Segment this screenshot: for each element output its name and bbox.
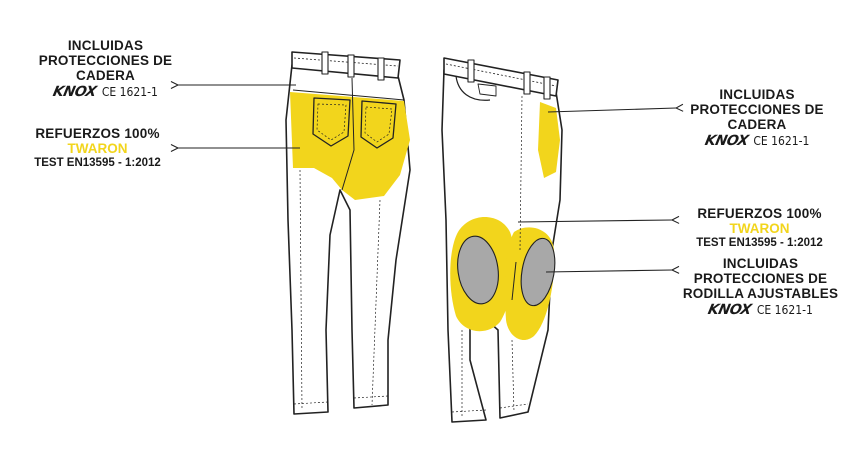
hip-reinforcement	[538, 102, 560, 178]
seat-reinforcement	[290, 92, 410, 200]
callout-line: INCLUIDAS	[722, 256, 799, 271]
callout-knee-right: INCLUIDAS PROTECCIONES DE RODILLA AJUSTA…	[668, 256, 853, 318]
callout-line: INCLUIDAS	[67, 38, 144, 53]
knox-logo: KNOX	[706, 302, 753, 318]
cert-standard: CE 1621-1	[753, 134, 810, 148]
cert-standard: CE 1621-1	[756, 303, 813, 317]
callout-reinforcement-left: REFUERZOS 100% TWARON TEST EN13595 - 1:2…	[10, 126, 185, 171]
callout-hip-left: INCLUIDAS PROTECCIONES DE CADERA KNOX CE…	[18, 38, 193, 100]
callout-arrows	[178, 85, 676, 272]
certification: KNOX CE 1621-1	[672, 133, 842, 149]
callout-hip-right: INCLUIDAS PROTECCIONES DE CADERA KNOX CE…	[672, 87, 842, 149]
test-standard: TEST EN13595 - 1:2012	[696, 237, 823, 249]
certification: KNOX CE 1621-1	[18, 84, 193, 100]
callout-line: REFUERZOS 100%	[35, 126, 160, 141]
knee-pad-front	[457, 235, 499, 305]
back-view-jeans	[285, 51, 411, 415]
callout-line: PROTECCIONES DE	[693, 271, 828, 286]
callout-line: CADERA	[727, 117, 787, 132]
knox-logo: KNOX	[702, 133, 750, 149]
callout-reinforcement-right: REFUERZOS 100% TWARON TEST EN13595 - 1:2…	[672, 206, 847, 251]
side-view-jeans	[441, 57, 563, 423]
callout-line: CADERA	[76, 68, 135, 83]
callout-line: INCLUIDAS	[719, 87, 795, 102]
knee-pad-back	[520, 237, 556, 307]
callout-line: PROTECCIONES DE	[38, 53, 173, 68]
arrow-knee-right	[545, 270, 672, 272]
twaron-label: TWARON	[729, 221, 790, 236]
arrow-hip-right	[547, 108, 676, 113]
arrow-reinf-right	[517, 220, 672, 222]
test-standard: TEST EN13595 - 1:2012	[34, 157, 161, 169]
certification: KNOX CE 1621-1	[668, 302, 853, 318]
twaron-label: TWARON	[67, 141, 128, 156]
knox-logo: KNOX	[51, 84, 98, 100]
callout-line: RODILLA AJUSTABLES	[682, 286, 839, 301]
callout-line: PROTECCIONES DE	[690, 102, 824, 117]
callout-line: REFUERZOS 100%	[697, 206, 822, 221]
cert-standard: CE 1621-1	[101, 85, 158, 99]
